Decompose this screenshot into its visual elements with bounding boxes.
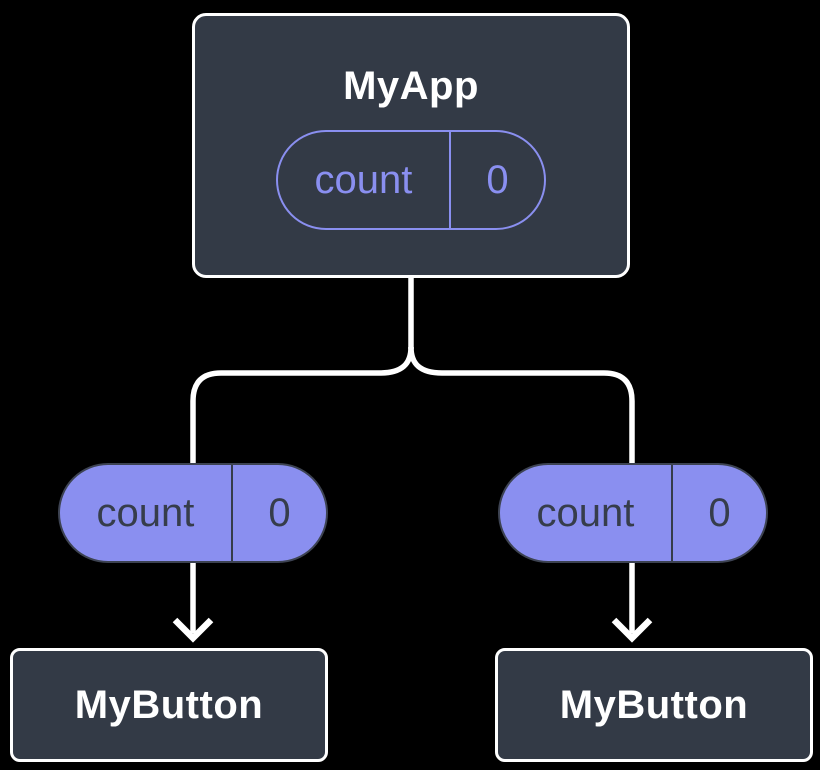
right-arrowhead-icon xyxy=(611,617,653,643)
root-component-node: MyApp count 0 xyxy=(192,13,630,278)
left-prop-pill: count 0 xyxy=(58,463,328,563)
right-branch-line xyxy=(408,346,635,633)
prop-value-label: 0 xyxy=(708,491,731,535)
left-child-component-node: MyButton xyxy=(10,648,328,762)
prop-value-label: 0 xyxy=(268,491,291,535)
child-component-title: MyButton xyxy=(559,683,749,727)
prop-name-label: count xyxy=(500,465,673,561)
right-prop-pill: count 0 xyxy=(498,463,768,563)
right-child-component-node: MyButton xyxy=(495,648,813,762)
prop-name-label: count xyxy=(60,465,233,561)
child-component-title: MyButton xyxy=(74,683,264,727)
root-component-title: MyApp xyxy=(343,63,479,108)
root-state-pill: count 0 xyxy=(276,129,546,230)
left-arrowhead-icon xyxy=(172,617,214,643)
left-branch-line xyxy=(190,346,414,633)
state-value-label: 0 xyxy=(486,157,509,202)
state-name-label: count xyxy=(278,131,451,228)
